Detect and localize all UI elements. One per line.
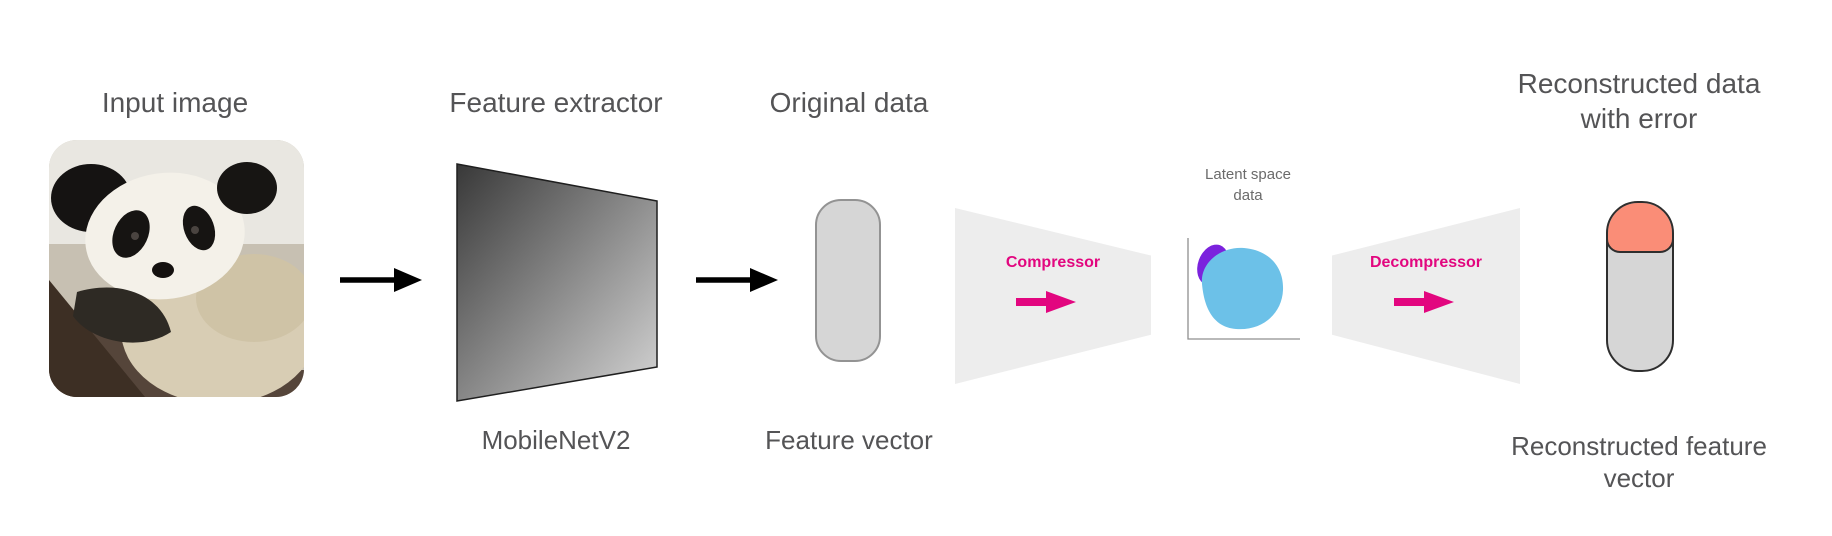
feature-extractor-label: Feature extractor — [449, 87, 663, 118]
reconstructed-data-label: Reconstructed data with error — [1459, 66, 1819, 136]
feature-extractor-trapezoid — [456, 163, 658, 402]
reconstructed-vector-caption-line1: Reconstructed feature — [1511, 431, 1767, 461]
latent-blue-cluster — [1201, 247, 1284, 330]
decompressor-label: Decompressor — [1369, 254, 1483, 271]
latent-space-label-line2: data — [1233, 187, 1263, 204]
reconstruction-error-band — [1608, 203, 1672, 253]
reconstructed-vector-capsule — [1606, 201, 1674, 372]
compressor-arrow-icon — [1016, 291, 1076, 313]
original-data-label: Original data — [769, 87, 929, 118]
reconstructed-data-label-line1: Reconstructed data — [1517, 68, 1761, 99]
reconstructed-vector-caption-line2: vector — [1603, 463, 1675, 493]
reconstructed-vector-caption: Reconstructed feature vector — [1459, 430, 1819, 494]
latent-space-label-line1: Latent space — [1205, 166, 1291, 183]
arrow-right-icon — [340, 268, 422, 292]
decompressor-arrow-icon — [1394, 291, 1454, 313]
arrow-right-icon — [696, 268, 778, 292]
latent-space-label: Latent space data — [1163, 164, 1333, 206]
input-image-label: Input image — [101, 87, 249, 118]
feature-vector-capsule — [815, 199, 881, 362]
latent-space-plot — [1187, 238, 1300, 340]
mobilenet-caption: MobileNetV2 — [481, 425, 631, 455]
input-panda-image — [49, 140, 304, 397]
panda-illustration-icon — [49, 140, 304, 397]
compressor-label: Compressor — [1005, 254, 1101, 271]
feature-vector-caption: Feature vector — [765, 425, 933, 455]
reconstructed-data-label-line2: with error — [1580, 103, 1698, 134]
latent-plot-axes — [1187, 238, 1300, 340]
